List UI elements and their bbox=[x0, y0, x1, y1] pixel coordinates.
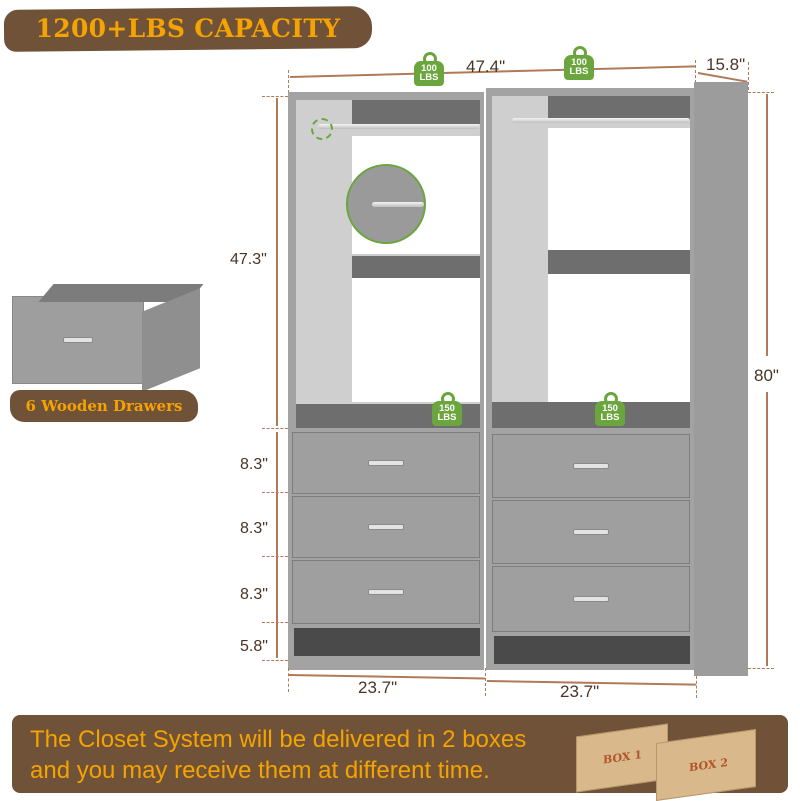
drawer-2-height-label: 8.3" bbox=[240, 520, 268, 538]
drawer-handle-icon bbox=[368, 460, 404, 466]
rod-bracket-highlight bbox=[311, 118, 333, 140]
drawer-right-3[interactable] bbox=[492, 566, 690, 632]
unit-right-width-label: 23.7" bbox=[560, 682, 600, 701]
unit-left-base bbox=[294, 628, 480, 656]
drawer-handle-icon bbox=[573, 463, 609, 469]
delivery-line-2: and you may receive them at different ti… bbox=[30, 757, 490, 784]
depth-label: 15.8" bbox=[706, 55, 746, 74]
drawer-handle-icon bbox=[573, 529, 609, 535]
upper-height-line bbox=[276, 98, 278, 426]
width-guide-right bbox=[695, 60, 696, 88]
height-line-top bbox=[766, 94, 768, 356]
unit-left-opening-bottom bbox=[352, 278, 480, 402]
hanging-rod-right bbox=[512, 118, 690, 123]
drawer-left-3[interactable] bbox=[292, 560, 480, 624]
upper-height-label: 47.3" bbox=[230, 251, 267, 269]
bottom-guide-right bbox=[696, 676, 697, 698]
base-height-label: 5.8" bbox=[240, 638, 268, 656]
drawer-right-2[interactable] bbox=[492, 500, 690, 564]
unit-right-opening-top bbox=[548, 128, 690, 250]
lower-height-line bbox=[276, 432, 278, 658]
unit-right-middle-shelf bbox=[492, 402, 690, 428]
drawers-label-bg bbox=[10, 390, 198, 422]
bottom-guide-left bbox=[288, 668, 289, 692]
drawer-1-height-label: 8.3" bbox=[240, 456, 268, 474]
hanging-rod-left bbox=[318, 124, 480, 129]
unit-left-top-shelf bbox=[352, 100, 480, 124]
drawers-label: 6 Wooden Drawers bbox=[25, 397, 183, 415]
height-line-bottom bbox=[766, 392, 768, 666]
rod-detail-zoom-circle bbox=[346, 164, 426, 244]
unit-right-shelf bbox=[548, 250, 690, 274]
height-guide-bottom bbox=[748, 668, 774, 669]
drawer-right-1[interactable] bbox=[492, 434, 690, 498]
drawer-left-1[interactable] bbox=[292, 432, 480, 494]
unit-right-opening-bottom bbox=[548, 274, 690, 402]
unit-right-top-shelf bbox=[548, 96, 690, 120]
unit-right-base bbox=[494, 636, 690, 664]
unit-left-shelf bbox=[352, 256, 480, 278]
guide-4 bbox=[262, 622, 288, 623]
guide-1 bbox=[262, 428, 288, 429]
open-drawer-front bbox=[12, 296, 144, 384]
open-drawer-side bbox=[142, 288, 200, 392]
drawer-3-height-label: 8.3" bbox=[240, 586, 268, 604]
width-guide-left bbox=[288, 70, 289, 98]
total-width-label: 47.4" bbox=[466, 57, 506, 76]
bottom-guide-mid bbox=[485, 668, 486, 696]
capacity-title: 1200+LBS CAPACITY bbox=[35, 14, 341, 43]
drawer-handle-icon bbox=[63, 337, 93, 343]
guide-2 bbox=[262, 492, 288, 493]
guide-3 bbox=[262, 556, 288, 557]
delivery-notice: The Closet System will be delivered in 2… bbox=[30, 724, 570, 786]
height-guide-top bbox=[748, 92, 774, 93]
drawer-handle-icon bbox=[368, 589, 404, 595]
upper-guide-top bbox=[262, 96, 288, 97]
drawer-handle-icon bbox=[368, 524, 404, 530]
drawer-left-2[interactable] bbox=[292, 496, 480, 558]
closet-side-panel bbox=[694, 82, 748, 676]
guide-5 bbox=[262, 660, 288, 661]
depth-guide bbox=[748, 62, 749, 90]
total-height-label: 80" bbox=[754, 366, 779, 385]
drawer-handle-icon bbox=[573, 596, 609, 602]
unit-left-width-label: 23.7" bbox=[358, 678, 398, 697]
delivery-line-1: The Closet System will be delivered in 2… bbox=[30, 726, 527, 753]
